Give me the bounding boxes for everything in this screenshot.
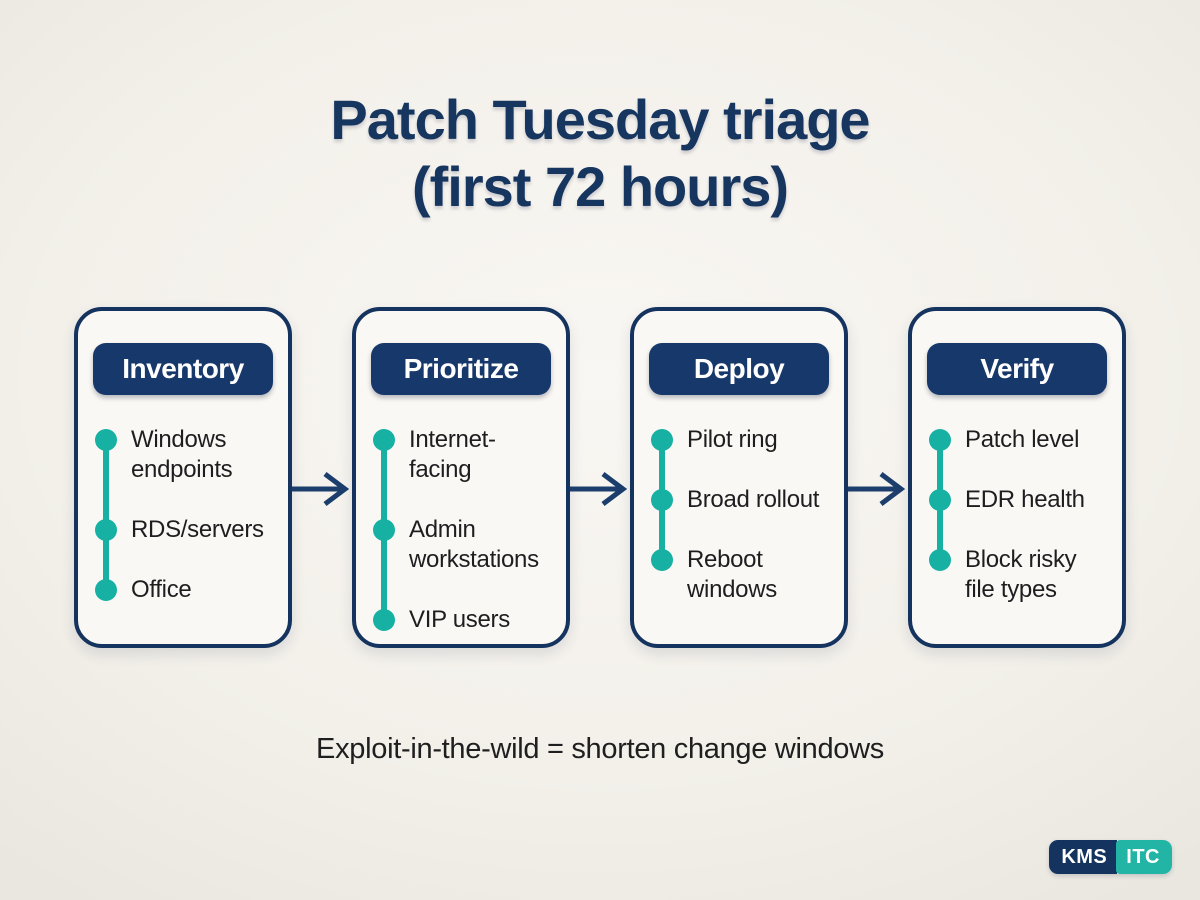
stage-card-deploy: Deploy Pilot ring Broad rollout Reboot w… [630, 307, 848, 648]
list-item: Internet-facing [373, 425, 551, 485]
list-item-label: Internet-facing [409, 426, 496, 483]
bullet-dot-icon [929, 549, 951, 571]
list-item-label: Patch level [965, 426, 1080, 453]
list-item: Reboot windows [651, 545, 829, 605]
bullet-dot-icon [651, 429, 673, 451]
stage-header-deploy: Deploy [649, 343, 829, 395]
list-item: Office [95, 575, 273, 605]
list-item-label: Broad rollout [687, 486, 820, 513]
brand-logo-itc: ITC [1116, 840, 1172, 874]
stage-card-inventory: Inventory Windows endpoints RDS/servers … [74, 307, 292, 648]
bullet-dot-icon [95, 579, 117, 601]
page-title-line1: Patch Tuesday triage [330, 88, 870, 151]
stage-header-label: Deploy [693, 353, 785, 384]
list-item-label: RDS/servers [131, 516, 264, 543]
list-item: RDS/servers [95, 515, 273, 545]
list-item-label: Admin workstations [409, 516, 539, 573]
timeline-track [103, 440, 109, 590]
list-item-label: Block risky file types [965, 546, 1077, 603]
list-item: Windows endpoints [95, 425, 273, 485]
bullet-dot-icon [929, 429, 951, 451]
bullet-dot-icon [929, 489, 951, 511]
stage-item-list: Windows endpoints RDS/servers Office [93, 425, 273, 605]
list-item: Pilot ring [651, 425, 829, 455]
stage-header-inventory: Inventory [93, 343, 273, 395]
arrow-right-icon [570, 467, 630, 511]
bullet-dot-icon [95, 519, 117, 541]
bullet-dot-icon [373, 429, 395, 451]
list-item: VIP users [373, 605, 551, 635]
stage-card-verify: Verify Patch level EDR health Block risk… [908, 307, 1126, 648]
list-item-label: Pilot ring [687, 426, 778, 453]
list-item: EDR health [929, 485, 1107, 515]
page-title: Patch Tuesday triage (first 72 hours) [0, 0, 1200, 220]
bullet-dot-icon [95, 429, 117, 451]
bullet-dot-icon [651, 549, 673, 571]
arrow-right-icon [848, 467, 908, 511]
list-item-label: Windows endpoints [131, 426, 233, 483]
list-item-label: Reboot windows [687, 546, 777, 603]
list-item: Patch level [929, 425, 1107, 455]
list-item: Broad rollout [651, 485, 829, 515]
list-item: Admin workstations [373, 515, 551, 575]
arrow-right-icon [292, 467, 352, 511]
stage-item-list: Internet-facing Admin workstations VIP u… [371, 425, 551, 635]
footer-note: Exploit-in-the-wild = shorten change win… [316, 733, 884, 765]
stage-header-label: Verify [980, 353, 1054, 384]
stage-card-prioritize: Prioritize Internet-facing Admin worksta… [352, 307, 570, 648]
list-item-label: Office [131, 576, 192, 603]
stage-item-list: Patch level EDR health Block risky file … [927, 425, 1107, 605]
bullet-dot-icon [373, 609, 395, 631]
bullet-dot-icon [651, 489, 673, 511]
stage-header-label: Inventory [122, 353, 244, 384]
stage-header-prioritize: Prioritize [371, 343, 551, 395]
brand-logo-kms: KMS [1049, 840, 1118, 874]
list-item: Block risky file types [929, 545, 1107, 605]
page-title-line2: (first 72 hours) [411, 155, 789, 219]
process-flow: Inventory Windows endpoints RDS/servers … [74, 307, 1126, 648]
list-item-label: EDR health [965, 486, 1085, 513]
stage-item-list: Pilot ring Broad rollout Reboot windows [649, 425, 829, 605]
stage-header-verify: Verify [927, 343, 1107, 395]
list-item-label: VIP users [409, 606, 510, 633]
brand-logo: KMS ITC [1049, 840, 1172, 874]
bullet-dot-icon [373, 519, 395, 541]
stage-header-label: Prioritize [403, 353, 519, 384]
